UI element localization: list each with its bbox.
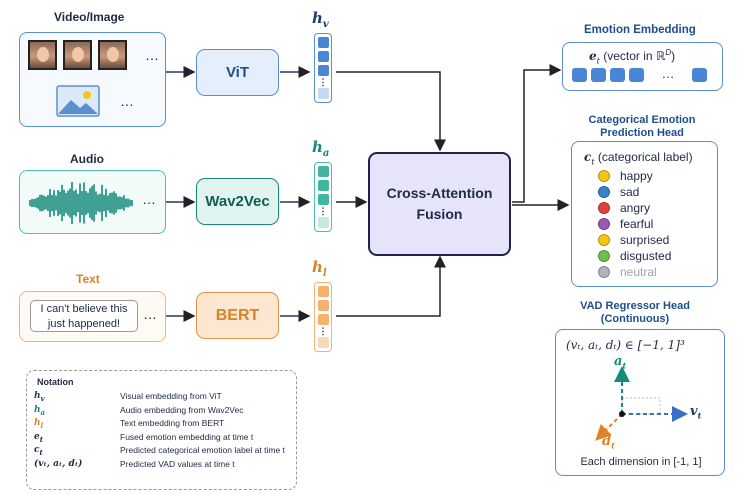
dominance-label: dt	[602, 434, 615, 451]
hv-label: hv	[312, 9, 329, 30]
notation-row: ha Audio embedding from Wav2Vec	[34, 405, 243, 417]
image-icon	[56, 85, 100, 117]
emotion-item: happy	[598, 169, 653, 183]
ha-vector: ⋮	[314, 162, 332, 232]
notation-row: hv Visual embedding from ViT	[34, 391, 222, 403]
text-ellipsis: …	[143, 306, 157, 322]
video-frame-thumbnail	[63, 40, 92, 70]
emotion-label: neutral	[620, 265, 657, 279]
emotion-label: disgusted	[620, 249, 672, 263]
notation-description: Audio embedding from Wav2Vec	[120, 404, 244, 415]
bert-encoder: BERT	[196, 292, 279, 339]
emotion-item: angry	[598, 201, 650, 215]
notation-symbol: ha	[34, 404, 46, 417]
notation-description: Predicted VAD values at time t	[120, 458, 235, 469]
ha-label: ha	[312, 138, 330, 159]
emoji-icon	[598, 170, 610, 182]
notation-symbol: et	[34, 431, 43, 444]
emotion-label: angry	[620, 201, 651, 215]
notation-description: Predicted categorical emotion label at t…	[120, 445, 285, 455]
vit-encoder: ViT	[196, 49, 279, 96]
vad-footer: Each dimension in [-1, 1]	[580, 456, 702, 468]
emotion-label: fearful	[620, 217, 654, 231]
audio-input-box: …	[19, 170, 166, 234]
emotion-label: sad	[620, 185, 640, 199]
notation-row: hl Text embedding from BERT	[34, 418, 224, 430]
hl-label: hl	[312, 258, 327, 279]
wav2vec-encoder: Wav2Vec	[196, 178, 279, 225]
notation-symbol: hv	[34, 391, 45, 403]
waveform-icon	[29, 181, 133, 225]
audio-input-title: Audio	[70, 152, 104, 166]
arrow-hl-to-fusion	[336, 255, 446, 317]
vad-formula: (vₜ, aₜ, dₜ) ∈ [−1, 1]³	[566, 338, 685, 352]
arrow-fusion-to-embedding	[512, 64, 562, 203]
video-frame-thumbnail	[98, 40, 127, 70]
emotion-embedding-formula: et (vector in ℝD)	[589, 48, 676, 66]
image-ellipsis: …	[120, 93, 134, 109]
emotion-item: fearful	[598, 217, 653, 231]
hv-vector: ⋮	[314, 33, 332, 103]
vad-axes	[595, 366, 688, 441]
arousal-label: at	[614, 354, 627, 371]
text-input-box: I can't believe this just happened! …	[19, 291, 166, 342]
vad-head-box: (vₜ, aₜ, dₜ) ∈ [−1, 1]³ at vt dt Each di…	[555, 329, 725, 476]
video-input-title: Video/Image	[54, 10, 125, 24]
emoji-icon	[598, 266, 610, 278]
dominance-axis	[595, 413, 623, 441]
text-quote: I can't believe this just happened!	[30, 300, 138, 332]
emotion-item: disgusted	[598, 249, 671, 263]
vad-head-title: VAD Regressor Head (Continuous)	[580, 300, 690, 325]
notation-title: Notation	[37, 377, 74, 387]
emotion-label: happy	[620, 169, 653, 183]
emotion-item: sad	[598, 185, 639, 199]
emotion-item: surprised	[598, 233, 669, 247]
emotion-embedding-title: Emotion Embedding	[584, 24, 696, 36]
notation-row: ct Predicted categorical emotion label at…	[34, 445, 285, 457]
notation-symbol: (vₜ, aₜ, dₜ)	[34, 458, 83, 469]
emoji-icon	[598, 218, 610, 230]
notation-description: Text embedding from BERT	[120, 418, 225, 428]
emotion-item: neutral	[598, 265, 657, 279]
emoji-icon	[598, 202, 610, 214]
notation-row: et Fused emotion embedding at time t	[34, 432, 253, 444]
notation-box: Notation	[26, 370, 297, 490]
video-ellipsis: …	[145, 47, 159, 63]
emotion-embedding-box: et (vector in ℝD) …	[562, 42, 723, 91]
arrow-hv-to-fusion	[336, 71, 446, 152]
video-input-box: … …	[19, 32, 166, 127]
hl-vector: ⋮	[314, 282, 332, 352]
audio-ellipsis: …	[142, 191, 156, 207]
categorical-head-title: Categorical Emotion Prediction Head	[588, 114, 696, 139]
text-input-title: Text	[76, 272, 100, 286]
emoji-icon	[598, 250, 610, 262]
categorical-formula: ct (categorical label)	[584, 150, 693, 167]
notation-symbol: hl	[34, 418, 44, 430]
notation-row: (vₜ, aₜ, dₜ) Predicted VAD values at time…	[34, 459, 235, 471]
categorical-head-box: ct (categorical label)	[571, 141, 718, 287]
notation-description: Fused emotion embedding at time t	[120, 431, 254, 442]
notation-description: Visual embedding from ViT	[120, 391, 222, 401]
notation-symbol: ct	[34, 445, 43, 457]
valence-label: vt	[690, 404, 702, 421]
video-frame-thumbnail	[28, 40, 57, 70]
emotion-label: surprised	[620, 233, 670, 247]
emoji-icon	[598, 186, 610, 198]
emotion-embedding-vector: …	[572, 67, 707, 82]
cross-attention-fusion-block: Cross-Attention Fusion	[368, 152, 511, 256]
emoji-icon	[598, 234, 610, 246]
